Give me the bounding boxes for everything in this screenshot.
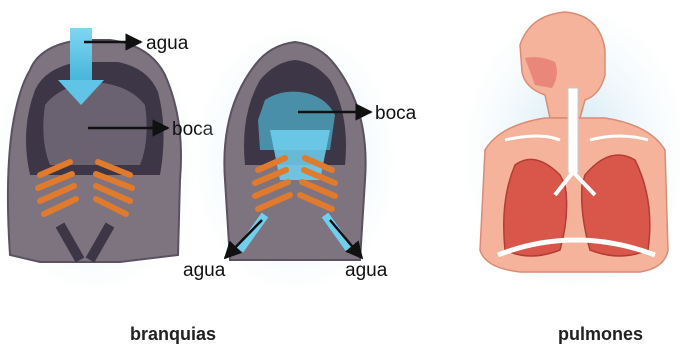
- human-respiratory-system: [465, 10, 680, 290]
- label-agua-out-left: agua: [183, 260, 226, 281]
- label-agua-in: agua: [146, 33, 189, 54]
- caption-branquias: branquias: [130, 324, 216, 344]
- fish-head-diagram-left: agua boca: [0, 28, 214, 290]
- caption-pulmones: pulmones: [558, 324, 643, 344]
- fish-head-diagram-middle: boca agua agua: [183, 30, 417, 290]
- label-agua-out-right: agua: [345, 260, 388, 281]
- label-boca-middle: boca: [375, 103, 417, 124]
